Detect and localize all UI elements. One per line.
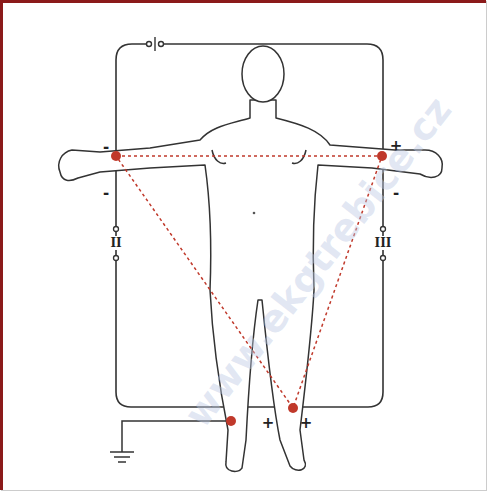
polarity-sign: -	[103, 140, 109, 155]
polarity-sign: +	[262, 416, 275, 431]
human-figure	[59, 46, 443, 471]
polarity-sign: -	[103, 186, 109, 201]
polarity-sign: +	[300, 416, 313, 431]
navel	[253, 212, 256, 215]
lead-number: III	[374, 236, 393, 250]
electrode-dots	[111, 151, 387, 426]
meter-symbol	[147, 37, 164, 51]
lead-number: II	[109, 236, 122, 250]
